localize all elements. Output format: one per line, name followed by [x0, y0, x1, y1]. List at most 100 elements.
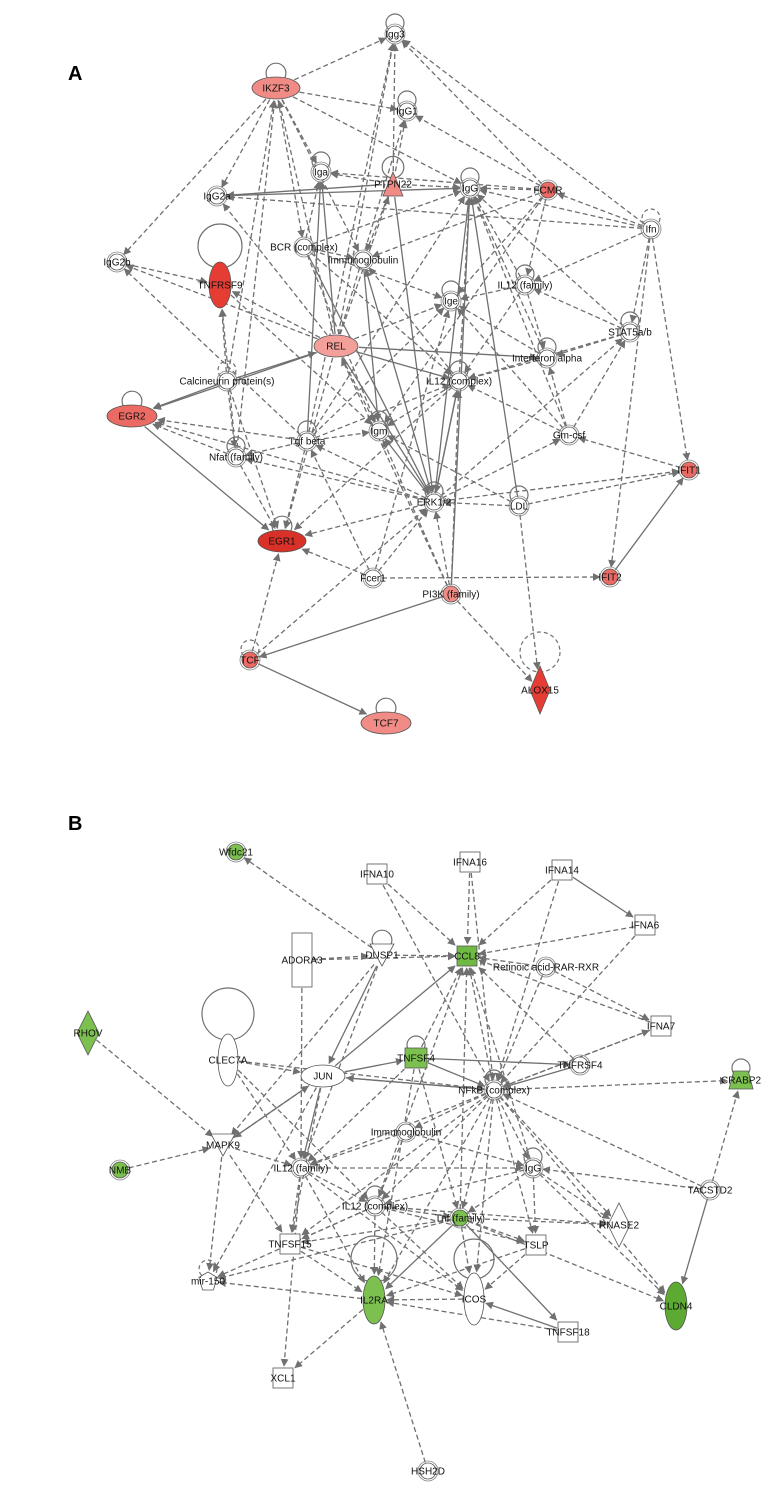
node-gmcsf[interactable]: Gm-csf [553, 424, 585, 446]
node-iga[interactable]: Iga [310, 161, 332, 183]
node-il12fam[interactable]: IL12 (family) [497, 274, 553, 296]
node-ifit2[interactable]: IFIT2 [598, 566, 622, 588]
edge-ifit2-to-ifit1 [614, 477, 684, 571]
edge-tcf-to-egr1 [251, 553, 281, 652]
edge-ldl-to-ifit1 [527, 469, 680, 505]
node-igg3[interactable]: Igg3 [384, 23, 406, 45]
node-fcmr[interactable]: FCMR [534, 179, 563, 201]
edge-calcineurin-to-egr1 [229, 389, 280, 529]
node-dusp1[interactable]: DUSP1 [365, 943, 399, 967]
node-ldl[interactable]: LDL [508, 495, 530, 517]
node-rar[interactable]: Retinoic acid-RAR-RXR [493, 956, 599, 978]
node-clec7a[interactable]: CLEC7A [209, 1033, 248, 1087]
node-icos[interactable]: ICOS [462, 1272, 487, 1326]
node-ifna14[interactable]: IFNA14 [545, 859, 579, 881]
node-tnfsf15[interactable]: TNFSF15 [268, 1233, 312, 1255]
node-immunoglobulin[interactable]: Immunoglobulin [371, 1121, 442, 1143]
edge-il12cx-to-ccl8 [377, 967, 464, 1198]
node-tgfb[interactable]: Tgf beta [289, 430, 326, 452]
node-il12fam[interactable]: IL12 (family) [273, 1157, 329, 1179]
node-label-igg2a: IgG2a [203, 192, 231, 203]
node-tnfrsf9[interactable]: TNFRSF9 [198, 261, 243, 309]
node-ptpn22[interactable]: PTPN22 [374, 170, 412, 197]
node-erk[interactable]: ERK1/2 [417, 491, 452, 513]
node-il2ra[interactable]: IL2RA [360, 1275, 388, 1325]
node-stat5[interactable]: STAT5a/b [608, 321, 652, 343]
node-ifn[interactable]: Ifn [640, 218, 662, 240]
node-shape-tacstd2 [701, 1181, 719, 1199]
node-label-egr2: EGR2 [118, 412, 146, 423]
node-rel[interactable]: REL [313, 334, 359, 358]
node-label-tcf: TCF [240, 656, 259, 667]
node-ifna6[interactable]: IFNA6 [631, 914, 660, 936]
node-bcr[interactable]: BCR (complex) [270, 236, 338, 258]
node-igg2b[interactable]: IgG2b [103, 251, 131, 273]
node-egr2[interactable]: EGR2 [106, 404, 158, 428]
node-ifit1[interactable]: IFIT1 [677, 459, 701, 481]
node-xcl1[interactable]: XCL1 [270, 1367, 296, 1389]
node-alox15[interactable]: ALOX15 [521, 664, 559, 716]
node-shape-crabp2 [728, 1070, 754, 1090]
node-il12cx[interactable]: IL12 (complex) [426, 370, 492, 392]
edge-fcer1-to-tgfb [310, 449, 370, 571]
node-tslp[interactable]: TSLP [523, 1234, 549, 1256]
node-hsh2d[interactable]: HSH2D [411, 1460, 445, 1482]
edge-rel-to-igg1 [338, 119, 406, 335]
node-ige[interactable]: Ige [440, 290, 462, 312]
node-tnfsf4[interactable]: TNFSF4 [397, 1047, 435, 1069]
edge-il12cx-to-tslp [383, 1207, 525, 1245]
node-shape-igg1 [398, 102, 416, 120]
node-label-ifna: Interferon alpha [512, 354, 582, 365]
node-tcf[interactable]: TCF [239, 649, 261, 671]
node-fcer1[interactable]: Fcer1 [360, 567, 386, 589]
node-label-nmb: NMB [109, 1166, 132, 1177]
node-tnf[interactable]: Tnf (family) [435, 1207, 485, 1229]
node-ifna10[interactable]: IFNA10 [360, 863, 394, 885]
edge-dusp1-to-il12fam [303, 966, 379, 1160]
node-igg2a[interactable]: IgG2a [203, 185, 231, 207]
node-cldn4[interactable]: CLDN4 [660, 1281, 693, 1331]
node-ifna7[interactable]: IFNA7 [647, 1015, 676, 1037]
node-igm[interactable]: Igm [368, 420, 390, 442]
node-ccl8[interactable]: CCL8 [454, 945, 480, 967]
node-mapk9[interactable]: MAPK9 [206, 1133, 240, 1157]
edge-nfkb-to-ifna7 [502, 1029, 650, 1088]
node-tnfrsf4[interactable]: TNFRSF4 [558, 1054, 603, 1076]
node-igg1[interactable]: IgG1 [396, 100, 418, 122]
node-il12cx[interactable]: IL12 (complex) [342, 1195, 408, 1217]
node-immunoglobulin[interactable]: Immunoglobulin [328, 249, 399, 271]
node-ifna[interactable]: Interferon alpha [512, 347, 582, 369]
node-nmb[interactable]: NMB [109, 1159, 132, 1181]
node-crabp2[interactable]: CRABP2 [721, 1070, 761, 1090]
edge-tacstd2-to-cldn4 [680, 1198, 709, 1285]
node-adora3[interactable]: ADORA3 [281, 932, 323, 988]
edge-rel-to-egr2 [153, 351, 318, 410]
node-pi3k[interactable]: PI3K (family) [422, 583, 480, 605]
node-rhov[interactable]: RHOV [74, 1010, 103, 1056]
node-ifna16[interactable]: IFNA16 [453, 851, 487, 873]
node-label-tnfsf18: TNFSF18 [546, 1328, 590, 1339]
node-jun[interactable]: JUN [300, 1064, 346, 1088]
edge-immunoglobulin-to-il12cx [378, 1140, 404, 1198]
node-shape-rel [313, 334, 359, 358]
node-nfkb[interactable]: NFkB (complex) [458, 1079, 530, 1101]
edge-erk-to-nfat [245, 456, 426, 501]
node-label-cldn4: CLDN4 [660, 1302, 693, 1313]
node-tcf7[interactable]: TCF7 [360, 711, 412, 735]
node-egr1[interactable]: EGR1 [257, 529, 307, 553]
node-ikzf3[interactable]: IKZF3 [251, 76, 301, 100]
edge-tnfrsf4-to-nfkb [502, 1066, 572, 1089]
node-tnfsf18[interactable]: TNFSF18 [546, 1321, 590, 1343]
node-igg[interactable]: IgG [459, 177, 481, 199]
node-mir150[interactable]: mir-150 [191, 1271, 225, 1291]
node-calcineurin[interactable]: Calcineurin protein(s) [179, 370, 275, 392]
node-igg[interactable]: IgG [522, 1157, 544, 1179]
node-wfdc21[interactable]: Wfdc21 [219, 841, 253, 863]
node-nfat[interactable]: Nfat (family) [209, 446, 263, 468]
node-tacstd2[interactable]: TACSTD2 [688, 1179, 733, 1201]
node-label-igm: Igm [371, 427, 388, 438]
node-rnase2[interactable]: RNASE2 [599, 1202, 639, 1248]
node-shape-ikzf3 [251, 76, 301, 100]
edge-immunoglobulin-to-igm [363, 268, 382, 422]
